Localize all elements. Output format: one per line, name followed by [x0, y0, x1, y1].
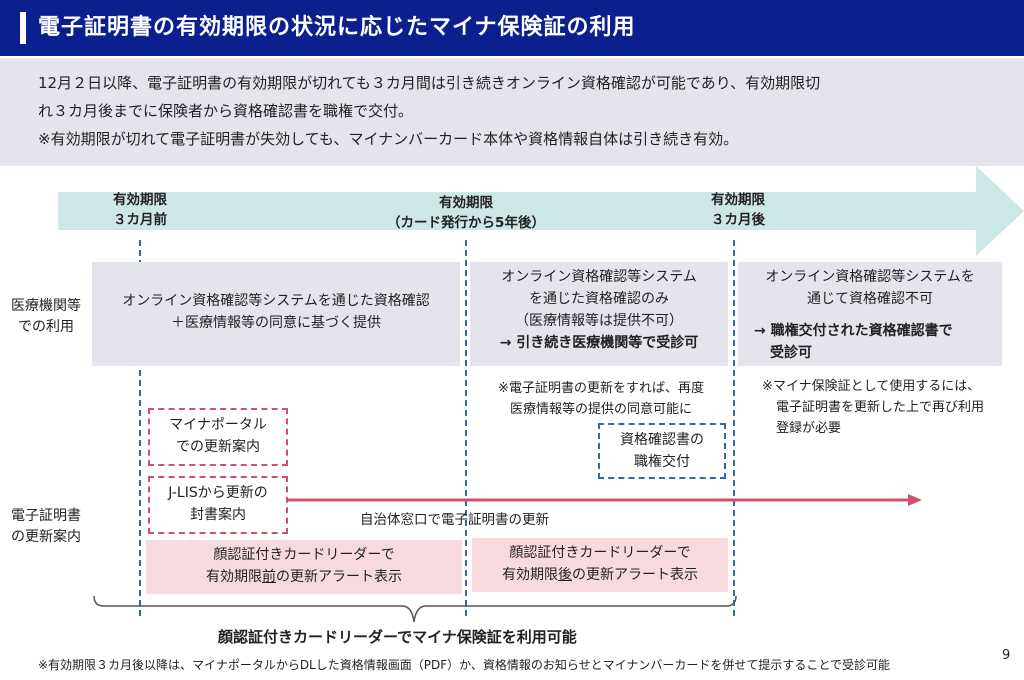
municipal-renewal-label: 自治体窓口で電子証明書の更新 [360, 512, 549, 528]
row-label-medical: 医療機関等での利用 [11, 298, 81, 335]
alert-after-expiry-box: 顔認証付きカードリーダーで 有効期限後の更新アラート表示 [472, 538, 728, 592]
medical-phase-2-text: オンライン資格確認等システム を通じた資格確認のみ （医療情報等は提供不可） →… [499, 269, 699, 351]
jlis-notice-box: J-LISから更新の封書案内 [148, 476, 288, 534]
alert-before-expiry-box: 顔認証付きカードリーダーで 有効期限前の更新アラート表示 [146, 540, 462, 594]
summary-line-1: 12月２日以降、電子証明書の有効期限が切れても３カ月間は引き続きオンライン資格確… [38, 74, 821, 92]
divider-line-1 [139, 240, 141, 616]
page-title: 電子証明書の有効期限の状況に応じたマイナ保険証の利用 [38, 15, 636, 40]
bracket-label: 顔認証付きカードリーダーでマイナ保険証を利用可能 [218, 628, 577, 646]
summary-line-2: れ３カ月後までに保険者から資格確認書を職権で交付。 [38, 102, 414, 120]
page-number: 9 [1002, 648, 1011, 663]
summary-panel: 12月２日以降、電子証明書の有効期限が切れても３カ月間は引き続きオンライン資格確… [0, 58, 1024, 166]
medical-phase-1-text: オンライン資格確認等システムを通じた資格確認＋医療情報等の同意に基づく提供 [122, 293, 430, 331]
summary-line-3: ※有効期限が切れて電子証明書が失効しても、マイナンバーカード本体や資格情報自体は… [38, 130, 739, 148]
note-reregistration: ※マイナ保険証として使用するには、 電子証明書を更新した上で再び利用 登録が必要 [762, 379, 985, 436]
usage-bracket [93, 595, 737, 623]
note-renewal-consent: ※電子証明書の更新をすれば、再度医療情報等の提供の同意可能に [498, 381, 704, 417]
medical-phase-1-box: オンライン資格確認等システムを通じた資格確認＋医療情報等の同意に基づく提供 [92, 262, 460, 366]
footnote: ※有効期限３カ月後以降は、マイナポータルからDLした資格情報画面（PDF）か、資… [38, 658, 891, 672]
municipal-renewal-arrow [288, 494, 922, 506]
medical-phase-3-text-a: オンライン資格確認等システムを通じて資格確認不可 [765, 269, 975, 307]
certificate-issuance-box: 資格確認書の職権交付 [598, 423, 726, 479]
header-accent [20, 12, 26, 44]
medical-phase-3-box: オンライン資格確認等システムを通じて資格確認不可 → 職権交付された資格確認書で… [738, 262, 1002, 366]
divider-line-2 [465, 240, 467, 616]
medical-phase-3-text-b: → 職権交付された資格確認書で 受診可 [754, 323, 953, 361]
divider-line-3 [733, 240, 735, 616]
row-label-renewal: 電子証明書の更新案内 [11, 508, 81, 545]
medical-phase-2-box: オンライン資格確認等システム を通じた資格確認のみ （医療情報等は提供不可） →… [470, 262, 728, 366]
timeline-arrow [58, 166, 1024, 256]
header-bar [0, 0, 1024, 56]
portal-notice-box: マイナポータルでの更新案内 [148, 408, 288, 466]
marker-expiry: 有効期限（カード発行から5年後） [387, 195, 545, 231]
